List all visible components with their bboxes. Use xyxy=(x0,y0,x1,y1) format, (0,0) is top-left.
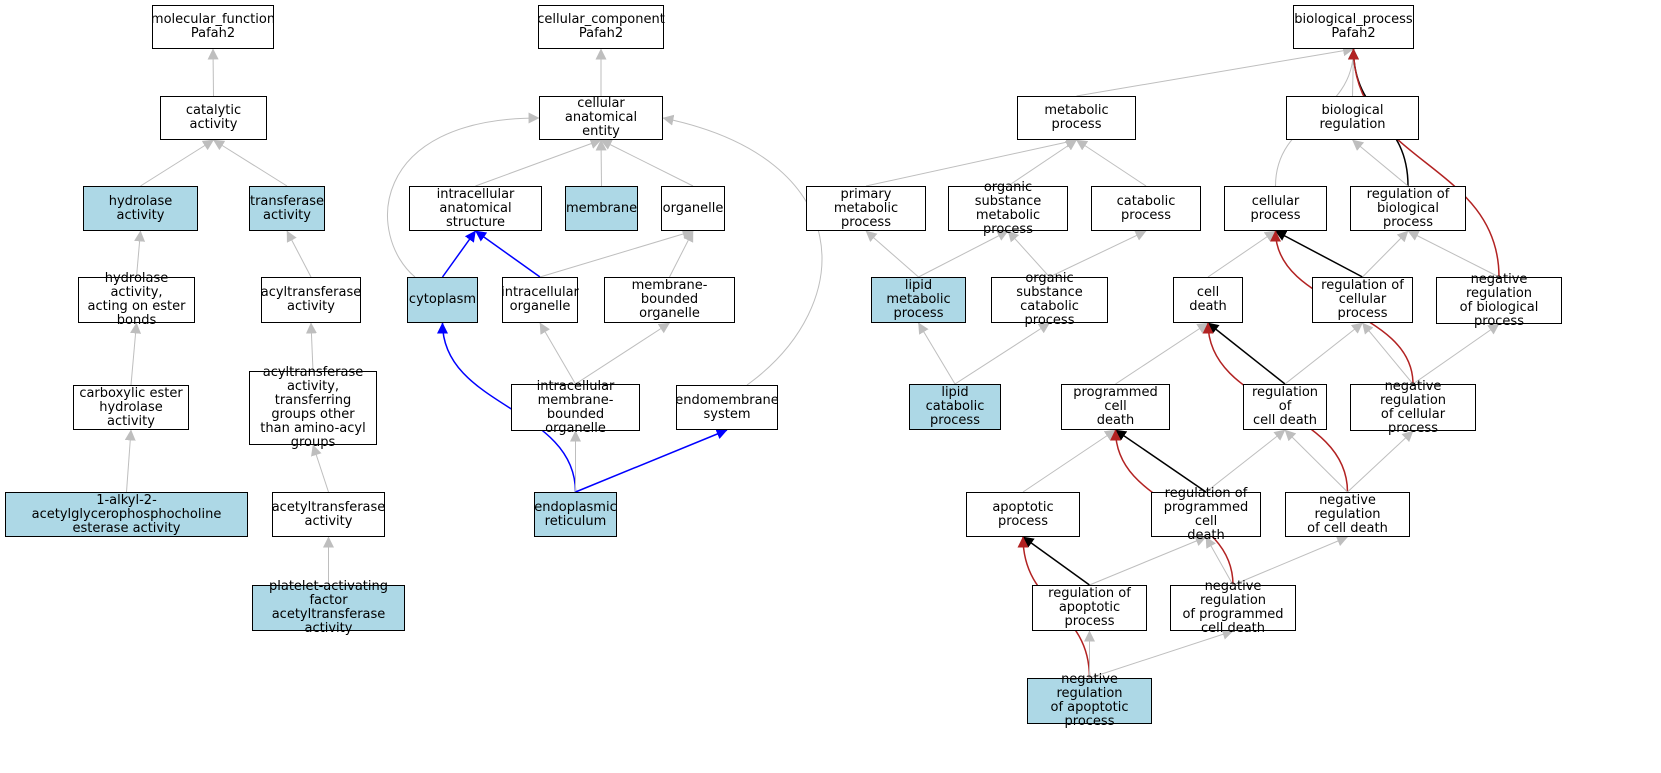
edge-lipid_cat-to-lipid_met xyxy=(918,322,956,385)
node-intracellular-organelle[interactable]: intracellular organelle xyxy=(501,277,579,323)
edge-org_sub_cat-to-org_sub_met xyxy=(1007,230,1050,278)
edge-reg_pcd-to-reg_cd xyxy=(1205,429,1286,493)
node-metabolic-process[interactable]: metabolic process xyxy=(1017,96,1136,140)
edge-lipid_cat-to-org_sub_cat xyxy=(954,322,1050,385)
node-regulation-of-biological-process[interactable]: regulation of biological process xyxy=(1350,186,1466,231)
node-regulation-of-cellular-process[interactable]: regulation of cellular process xyxy=(1312,277,1413,323)
edge-neg_reg_apo-to-neg_reg_pcd xyxy=(1089,629,1234,679)
edge-endomem-to-cae xyxy=(662,114,823,386)
edge-neg_reg_bio-to-bp_root xyxy=(1348,48,1500,278)
node-transferase-activity[interactable]: transferase activity xyxy=(249,186,325,231)
node-catabolic-process[interactable]: catabolic process xyxy=(1091,186,1201,231)
node-apoptotic-process[interactable]: apoptotic process xyxy=(966,492,1080,537)
edge-pcd-to-cell_death xyxy=(1115,322,1209,385)
edge-transferase-to-catalytic xyxy=(213,139,288,187)
node-organic-substance-metabolic-process[interactable]: organic substance metabolic process xyxy=(948,180,1068,236)
edge-neg_reg_bio-to-reg_bio xyxy=(1407,230,1500,278)
node-membrane[interactable]: membrane xyxy=(565,186,638,231)
node-membrane-bounded-organelle[interactable]: membrane-bounded organelle xyxy=(604,277,735,323)
edge-er-to-cytoplasm xyxy=(437,322,577,493)
node-platelet-activating-factor-acetyltransferase-activity[interactable]: platelet-activating factor acetyltransfe… xyxy=(252,580,405,636)
node-endomembrane-system[interactable]: endomembrane system xyxy=(675,385,779,430)
edge-hydrolase-to-catalytic xyxy=(140,139,214,187)
edge-lipid_met-to-org_sub_met xyxy=(918,230,1009,278)
edge-neg_reg_pcd-to-reg_pcd xyxy=(1205,536,1234,586)
node-negative-regulation-of-cell-death[interactable]: negative regulation of cell death xyxy=(1285,492,1410,537)
node-cellular-anatomical-entity[interactable]: cellular anatomical entity xyxy=(539,96,663,140)
edge-cytoplasm-to-ias xyxy=(441,230,477,278)
node-regulation-of-cell-death[interactable]: regulation of cell death xyxy=(1243,384,1327,430)
edge-lipid_met-to-primary_met xyxy=(865,230,919,278)
edge-neg_reg_pcd-to-neg_reg_cd xyxy=(1232,535,1349,586)
node-1-alkyl-2-acetylglycerophosphocholine-esterase-activity[interactable]: 1-alkyl-2-acetylglycerophosphocholine es… xyxy=(5,492,248,537)
node-cell-death[interactable]: cell death xyxy=(1173,277,1243,323)
edge-metabolic-to-bp_root xyxy=(1076,45,1355,97)
edge-acyltransferase-to-transferase xyxy=(286,230,312,278)
node-organic-substance-catabolic-process[interactable]: organic substance catabolic process xyxy=(991,272,1108,328)
edge-neg_reg_cell-to-neg_reg_bio xyxy=(1412,323,1500,385)
edge-reg_apo-to-reg_pcd xyxy=(1089,535,1207,586)
node-negative-regulation-of-biological-process[interactable]: negative regulation of biological proces… xyxy=(1436,272,1562,328)
edge-reg_cd-to-reg_cell xyxy=(1284,322,1363,385)
node-hydrolase-activity[interactable]: hydrolase activity xyxy=(83,186,198,231)
node-regulation-of-programmed-cell-death[interactable]: regulation of programmed cell death xyxy=(1151,486,1261,542)
node-cellular-component-root[interactable]: cellular_component Pafah2 xyxy=(537,5,665,49)
node-primary-metabolic-process[interactable]: primary metabolic process xyxy=(806,186,926,231)
edge-alkyl-to-carboxylic xyxy=(124,429,136,493)
edge-reg_cd-to-cell_death xyxy=(1207,322,1286,385)
edge-org_sub_cat-to-catabolic xyxy=(1049,230,1147,278)
edge-carboxylic-to-hydrolase_ester xyxy=(130,322,142,386)
node-negative-regulation-of-cellular-process[interactable]: negative regulation of cellular process xyxy=(1350,379,1476,435)
node-biological-process-root[interactable]: biological_process Pafah2 xyxy=(1293,5,1414,49)
edge-org_sub_met-to-metabolic xyxy=(1007,139,1077,187)
edge-membrane-to-cae xyxy=(595,139,607,187)
node-cytoplasm[interactable]: cytoplasm xyxy=(407,277,478,323)
node-molecular-function-root[interactable]: molecular_function Pafah2 xyxy=(151,5,275,49)
node-organelle[interactable]: organelle xyxy=(661,186,725,231)
edge-apoptotic-to-pcd xyxy=(1022,429,1116,493)
edge-reg_pcd-to-pcd xyxy=(1115,429,1207,493)
edge-acetyltransferase-to-acyl_other xyxy=(311,444,329,493)
edge-catabolic-to-metabolic xyxy=(1076,139,1147,187)
edge-reg_cell-to-cellular_proc xyxy=(1275,230,1363,278)
node-lipid-catabolic-process[interactable]: lipid catabolic process xyxy=(909,384,1001,430)
node-hydrolase-activity-acting-on-ester-bonds[interactable]: hydrolase activity, acting on ester bond… xyxy=(78,272,195,328)
node-intracellular-anatomical-structure[interactable]: intracellular anatomical structure xyxy=(409,186,542,231)
node-intracellular-membrane-bounded-organelle[interactable]: intracellular membrane-bounded organelle xyxy=(511,379,640,435)
node-programmed-cell-death[interactable]: programmed cell death xyxy=(1061,384,1170,430)
node-acetyltransferase-activity[interactable]: acetyltransferase activity xyxy=(272,492,385,537)
edge-reg_cell-to-reg_bio xyxy=(1362,230,1409,278)
node-negative-regulation-of-apoptotic-process[interactable]: negative regulation of apoptotic process xyxy=(1027,673,1152,729)
edge-intra_org-to-ias xyxy=(475,230,541,278)
edge-neg_reg_cd-to-neg_reg_cell xyxy=(1347,430,1414,493)
node-cellular-process[interactable]: cellular process xyxy=(1224,186,1327,231)
edge-imbo-to-intra_org xyxy=(539,322,576,385)
node-biological-regulation[interactable]: biological regulation xyxy=(1286,96,1419,140)
edge-cell_death-to-cellular_proc xyxy=(1207,230,1276,278)
node-regulation-of-apoptotic-process[interactable]: regulation of apoptotic process xyxy=(1032,585,1147,631)
edge-organelle-to-cae xyxy=(600,139,694,187)
node-negative-regulation-of-programmed-cell-death[interactable]: negative regulation of programmed cell d… xyxy=(1170,580,1296,636)
edge-mbo-to-organelle xyxy=(669,230,694,278)
node-acyltransferase-activity[interactable]: acyltransferase activity xyxy=(261,277,361,323)
node-carboxylic-ester-hydrolase-activity[interactable]: carboxylic ester hydrolase activity xyxy=(73,385,189,430)
node-catalytic-activity[interactable]: catalytic activity xyxy=(160,96,267,140)
edge-ias-to-cae xyxy=(475,138,602,187)
edge-acyl_other-to-acyltransferase xyxy=(305,322,317,372)
node-endoplasmic-reticulum[interactable]: endoplasmic reticulum xyxy=(534,492,617,537)
edge-catalytic-to-mf_root xyxy=(207,48,219,97)
edge-reg_apo-to-apoptotic xyxy=(1022,536,1090,586)
edge-imbo-to-mbo xyxy=(575,322,670,385)
edge-er-to-endomem xyxy=(575,428,728,493)
edge-reg_bio-to-bioreg xyxy=(1352,139,1409,187)
edge-neg_reg_cell-to-reg_cell xyxy=(1362,322,1414,385)
node-lipid-metabolic-process[interactable]: lipid metabolic process xyxy=(871,277,966,323)
edge-cytoplasm-to-cae xyxy=(387,112,540,278)
node-acyltransferase-activity-transferring-groups[interactable]: acyltransferase activity, transferring g… xyxy=(249,366,377,450)
edge-neg_reg_cd-to-reg_cd xyxy=(1284,429,1348,493)
edge-hydrolase_ester-to-hydrolase xyxy=(134,230,146,278)
edge-intra_org-to-organelle xyxy=(539,228,694,278)
edge-primary_met-to-metabolic xyxy=(865,136,1078,187)
